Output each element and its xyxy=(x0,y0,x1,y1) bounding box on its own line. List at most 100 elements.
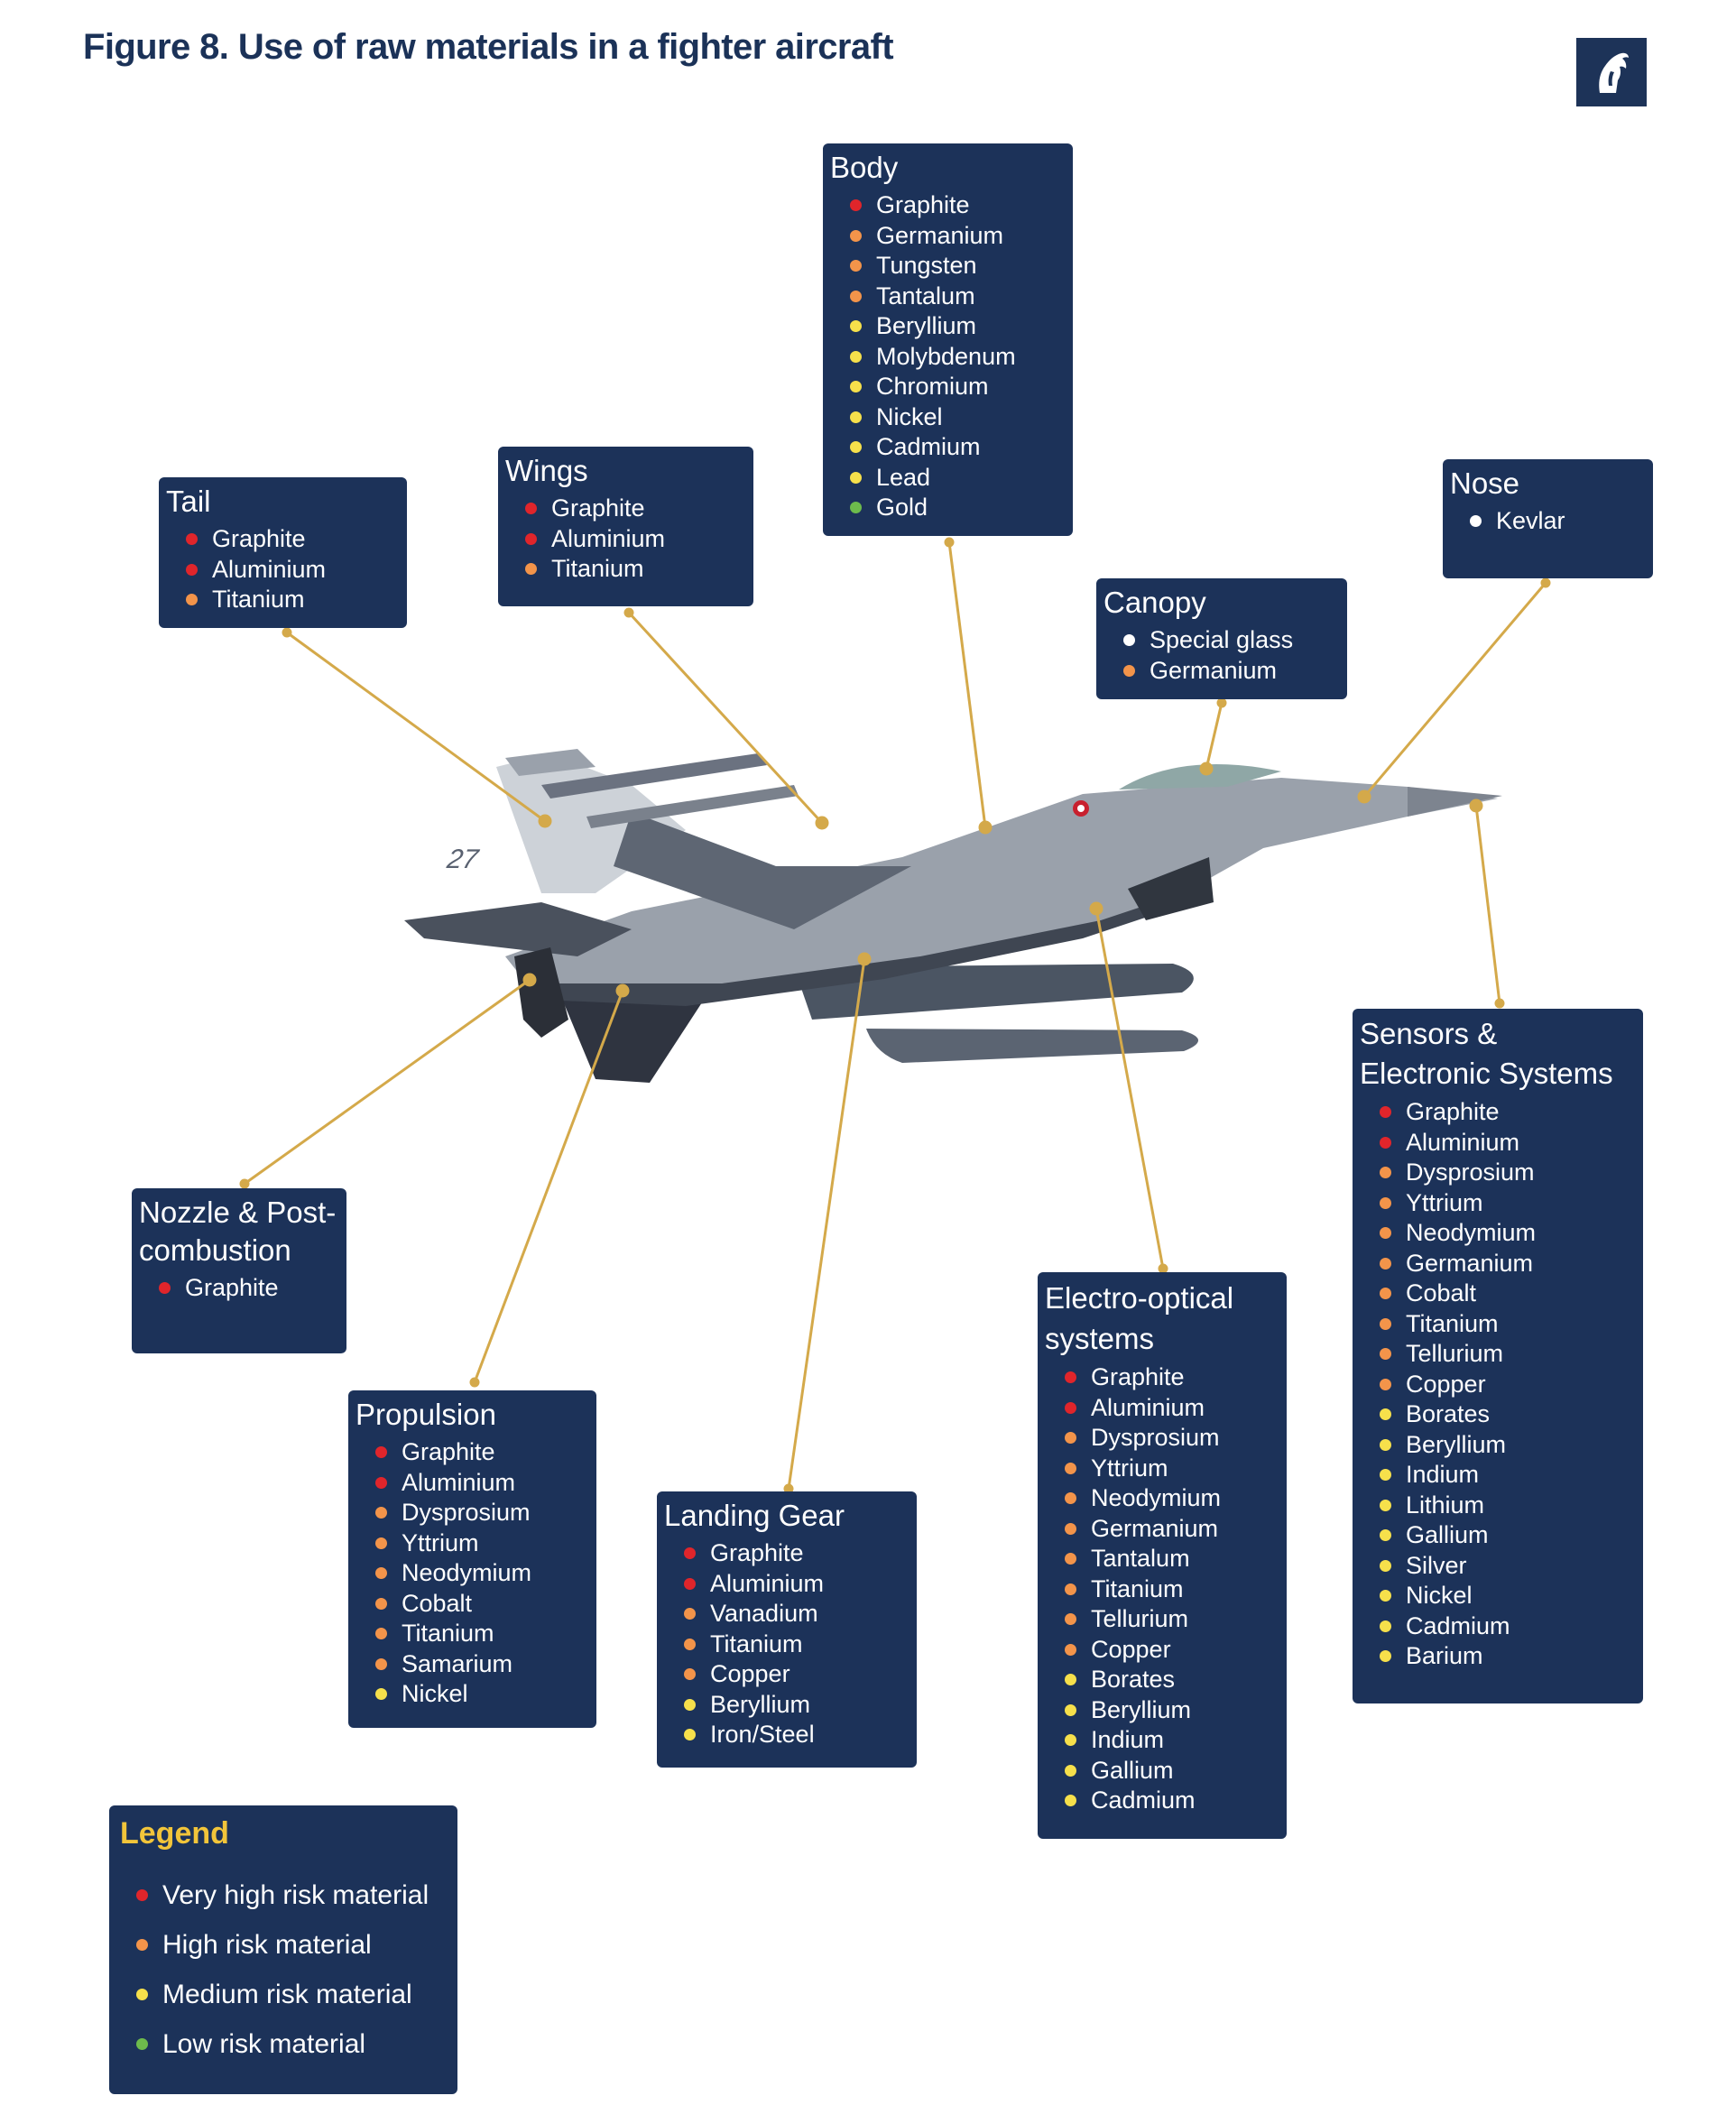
material-item: Beryllium xyxy=(1380,1430,1636,1461)
risk-dot-icon xyxy=(1065,1522,1076,1535)
connector-propulsion xyxy=(473,990,624,1383)
material-name: Dysprosium xyxy=(1406,1159,1535,1186)
material-item: Titanium xyxy=(375,1619,589,1649)
risk-dot-icon xyxy=(1380,1227,1391,1240)
legend-label: Medium risk material xyxy=(162,1980,412,2009)
material-item: Cadmium xyxy=(1065,1786,1279,1816)
material-name: Germanium xyxy=(1150,656,1278,684)
material-name: Indium xyxy=(1406,1461,1480,1488)
material-name: Gallium xyxy=(1091,1756,1174,1784)
sensors-box-title: Sensors & Electronic Systems xyxy=(1360,1017,1613,1090)
material-name: Graphite xyxy=(1091,1363,1185,1390)
material-name: Kevlar xyxy=(1496,507,1565,534)
connector-tail-end xyxy=(538,814,552,828)
connector-sensors-end xyxy=(1494,998,1505,1009)
material-item: Dysprosium xyxy=(375,1498,589,1528)
legend-item: High risk material xyxy=(136,1920,448,1970)
risk-dot-icon xyxy=(1380,1529,1391,1542)
risk-dot-icon xyxy=(375,1507,387,1519)
connector-electro xyxy=(1094,908,1165,1269)
material-name: Germanium xyxy=(1091,1514,1219,1542)
risk-dot-icon xyxy=(1380,1590,1391,1602)
material-item: Germanium xyxy=(850,221,1066,252)
material-name: Beryllium xyxy=(876,312,977,339)
material-name: Titanium xyxy=(212,586,305,613)
material-name: Nickel xyxy=(876,402,943,430)
connector-wings xyxy=(627,611,824,825)
aircraft-canopy xyxy=(1119,763,1281,789)
material-name: Titanium xyxy=(551,555,644,582)
nose-materials-box: Nose Kevlar xyxy=(1443,459,1653,578)
material-item: Indium xyxy=(1380,1460,1636,1491)
aircraft-horizontal-stabilizer xyxy=(404,902,632,956)
connector-wings-start xyxy=(623,607,634,618)
risk-dot-icon xyxy=(684,1577,696,1590)
risk-dot-icon xyxy=(1380,1257,1391,1269)
material-item: Cobalt xyxy=(375,1589,589,1620)
material-item: Graphite xyxy=(1065,1362,1279,1393)
connector-canopy-end xyxy=(1199,762,1214,776)
material-item: Aluminium xyxy=(525,524,746,555)
material-item: Tantalum xyxy=(850,282,1066,312)
material-item: Yttrium xyxy=(375,1528,589,1559)
aircraft-fuselage xyxy=(505,778,1498,1000)
material-name: Cadmium xyxy=(876,433,981,460)
material-name: Aluminium xyxy=(710,1569,825,1597)
material-item: Yttrium xyxy=(1380,1188,1636,1219)
material-name: Germanium xyxy=(1406,1249,1534,1277)
material-item: Graphite xyxy=(186,524,400,555)
risk-dot-icon xyxy=(684,1729,696,1741)
risk-dot-icon xyxy=(850,441,862,454)
risk-dot-icon xyxy=(1123,664,1135,677)
material-item: Neodymium xyxy=(1065,1483,1279,1514)
material-name: Indium xyxy=(1091,1726,1165,1753)
material-name: Nickel xyxy=(402,1680,468,1707)
connector-electro-start xyxy=(1089,901,1103,916)
material-item: Neodymium xyxy=(375,1558,589,1589)
material-name: Copper xyxy=(710,1660,790,1687)
material-item: Graphite xyxy=(684,1538,910,1569)
risk-dot-icon xyxy=(136,1889,148,1901)
aircraft-fuel-tank xyxy=(794,964,1194,1020)
aircraft-tail-number: 27 xyxy=(444,845,481,874)
material-item: Tellurium xyxy=(1380,1339,1636,1370)
risk-dot-icon xyxy=(1065,1583,1076,1595)
material-item: Cadmium xyxy=(1380,1611,1636,1642)
legend-label: High risk material xyxy=(162,1930,372,1960)
wings-box-title: Wings xyxy=(505,454,588,487)
fighter-aircraft-illustration: 27 xyxy=(404,749,1502,1083)
risk-dot-icon xyxy=(186,563,198,576)
risk-dot-icon xyxy=(684,1608,696,1620)
risk-dot-icon xyxy=(850,290,862,302)
material-item: Titanium xyxy=(525,554,746,585)
material-item: Titanium xyxy=(1380,1309,1636,1340)
risk-dot-icon xyxy=(850,199,862,212)
material-name: Borates xyxy=(1091,1666,1176,1693)
risk-dot-icon xyxy=(525,503,537,515)
material-item: Cadmium xyxy=(850,432,1066,463)
risk-dot-icon xyxy=(375,1537,387,1549)
material-item: Beryllium xyxy=(684,1690,910,1721)
connector-electro-end xyxy=(1158,1263,1168,1274)
material-name: Titanium xyxy=(1091,1574,1184,1602)
risk-dot-icon xyxy=(1065,1553,1076,1565)
risk-dot-icon xyxy=(375,1567,387,1580)
connector-landing xyxy=(787,958,866,1490)
material-name: Graphite xyxy=(212,525,306,552)
risk-dot-icon xyxy=(1380,1469,1391,1482)
connector-nose xyxy=(1362,582,1547,798)
aircraft-wing xyxy=(614,812,911,929)
aircraft-air-intake xyxy=(1128,857,1214,920)
risk-dot-icon xyxy=(684,1668,696,1681)
material-name: Silver xyxy=(1406,1551,1467,1579)
aircraft-tail-top xyxy=(505,749,596,776)
material-name: Lithium xyxy=(1406,1491,1485,1519)
material-item: Beryllium xyxy=(1065,1695,1279,1726)
risk-dot-icon xyxy=(684,1698,696,1711)
material-item: Germanium xyxy=(1123,656,1340,687)
material-name: Tungsten xyxy=(876,252,977,279)
material-item: Graphite xyxy=(525,494,746,524)
